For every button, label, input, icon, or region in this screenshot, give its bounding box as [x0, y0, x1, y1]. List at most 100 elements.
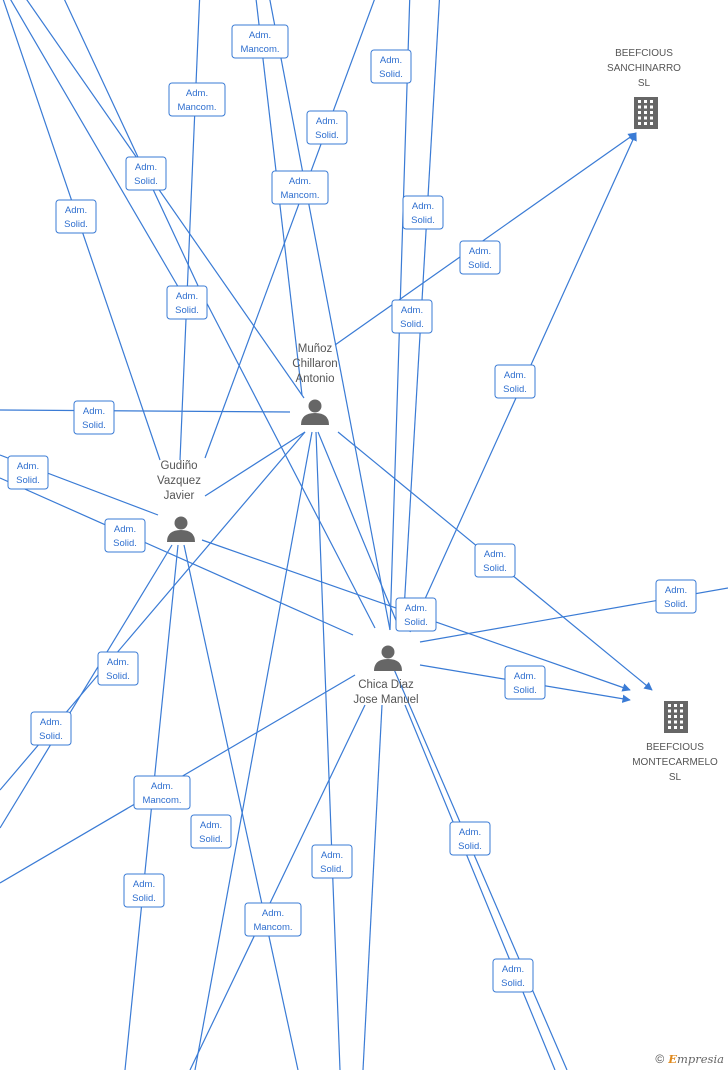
edge-label-adm-solid[interactable]: Adm. Solid. [395, 597, 437, 632]
edge-label-text: Solid. [379, 69, 403, 80]
edge-label-adm-solid[interactable]: Adm. Solid. [7, 455, 49, 490]
edge-label-adm-solid[interactable]: Adm.Solid. [370, 49, 412, 84]
person-icon [374, 645, 402, 671]
edge-label-text: Adm. [151, 781, 173, 792]
edge-line [0, 409, 291, 413]
edge-label-adm-mancom[interactable]: Adm.Mancom. [271, 170, 329, 205]
edge-label-text: Solid. [315, 130, 339, 141]
building-icon [664, 701, 688, 733]
person-name-line: Chica Diaz [358, 679, 414, 691]
edge-label-text: Adm. [504, 370, 526, 381]
edge-label-text: Solid. [82, 420, 106, 431]
edge-label-text: Adm. [40, 717, 62, 728]
edge-label-box [271, 170, 329, 205]
person-icon [301, 399, 329, 425]
person-name-line: Antonio [295, 373, 334, 385]
edge-label-box [459, 240, 501, 275]
edge-label-box [7, 455, 49, 490]
edge-label-text: Adm. [321, 850, 343, 861]
edge-label-adm-solid[interactable]: Adm.Solid. [391, 299, 433, 334]
edge-label-adm-solid[interactable]: Adm. Solid. [166, 285, 208, 320]
edge-label-text: Adm. [289, 176, 311, 187]
edge-label-box [504, 665, 546, 700]
edge-label-text: Adm. [176, 291, 198, 302]
edge-label-adm-solid[interactable]: Adm.Solid. [73, 400, 115, 435]
edge-label-box [492, 958, 534, 993]
edge-line [194, 431, 313, 1070]
edge-label-text: Adm. [17, 461, 39, 472]
nodes-layer: MuñozChillaronAntonioGudiñoVazquezJavier… [157, 48, 718, 783]
edge-line [315, 431, 341, 1070]
edge-label-adm-solid[interactable]: Adm.Solid. [311, 844, 353, 879]
edge-label-adm-solid[interactable]: Adm.Solid. [190, 814, 232, 849]
edge-label-text: Solid. [468, 260, 492, 271]
edge-label-box [311, 844, 353, 879]
company-name-line: SL [669, 772, 682, 783]
edge-label-box [166, 285, 208, 320]
edge-label-adm-solid[interactable]: Adm.Solid. [449, 821, 491, 856]
edge-label-adm-solid[interactable]: Adm. Solid. [655, 579, 697, 614]
edge-label-text: Adm. [249, 30, 271, 41]
edge-label-adm-mancom[interactable]: Adm.Mancom. [244, 902, 302, 937]
edge-label-adm-solid[interactable]: Adm.Solid. [125, 156, 167, 191]
edge-label-adm-solid[interactable]: Adm. Solid. [306, 110, 348, 145]
edge-label-box [123, 873, 165, 908]
edge-label-box [655, 579, 697, 614]
person-name-line: Chillaron [292, 358, 337, 370]
edge-label-text: Solid. [404, 617, 428, 628]
edge-label-adm-solid[interactable]: Adm.Solid. [55, 199, 97, 234]
edge-line [334, 132, 637, 346]
edge-label-text: Solid. [106, 671, 130, 682]
edge-label-adm-solid[interactable]: Adm.Solid. [459, 240, 501, 275]
edge-label-adm-mancom[interactable]: Adm.Mancom. [168, 82, 226, 117]
edge-label-text: Solid. [513, 685, 537, 696]
edge-label-text: Solid. [16, 475, 40, 486]
edge-label-text: Adm. [412, 201, 434, 212]
edge-label-adm-solid[interactable]: Adm.Solid. [104, 518, 146, 553]
edge-label-box [402, 195, 444, 230]
edge-label-text: Adm. [316, 116, 338, 127]
edge-label-box [133, 775, 191, 810]
person-name-line: Gudiño [160, 460, 197, 472]
edge-label-adm-solid[interactable]: Adm.Solid. [97, 651, 139, 686]
edge-label-text: Adm. [459, 827, 481, 838]
edge-label-adm-solid[interactable]: Adm.Solid. [494, 364, 536, 399]
person-name-line: Javier [164, 490, 195, 502]
edge-line [389, 659, 568, 1070]
edge-label-text: Solid. [501, 978, 525, 989]
edge-label-adm-mancom[interactable]: Adm.Mancom. [231, 24, 289, 59]
edge-label-text: Solid. [664, 599, 688, 610]
company-name-line: BEEFCIOUS [615, 48, 673, 59]
edge-label-text: Adm. [405, 603, 427, 614]
person-icon [167, 516, 195, 542]
edge-label-adm-solid[interactable]: Adm. Solid. [402, 195, 444, 230]
edge-label-box [494, 364, 536, 399]
edge-label-text: Adm. [665, 585, 687, 596]
edge-label-adm-solid[interactable]: Adm.Solid. [123, 873, 165, 908]
edge-label-adm-solid[interactable]: Adm.Solid. [492, 958, 534, 993]
edge-label-text: Adm. [65, 205, 87, 216]
edge-label-text: Solid. [175, 305, 199, 316]
edge-label-adm-mancom[interactable]: Adm.Mancom. [133, 775, 191, 810]
empresia-logo[interactable]: Empresia [668, 1052, 724, 1066]
edge-label-text: Mancom. [177, 102, 216, 113]
edge-line [183, 544, 299, 1070]
edge-label-text: Adm. [262, 908, 284, 919]
edge-label-text: Solid. [411, 215, 435, 226]
edge-label-box [125, 156, 167, 191]
edge-label-adm-solid[interactable]: Adm.Solid. [474, 543, 516, 578]
edge-line [269, 0, 391, 631]
edge-label-adm-solid[interactable]: Adm.Solid. [504, 665, 546, 700]
edge-label-adm-solid[interactable]: Adm.Solid. [30, 711, 72, 746]
edge-label-text: Adm. [133, 879, 155, 890]
edge-label-text: Solid. [400, 319, 424, 330]
edge-label-box [73, 400, 115, 435]
edge-line [10, 0, 181, 291]
edge-label-text: Solid. [113, 538, 137, 549]
